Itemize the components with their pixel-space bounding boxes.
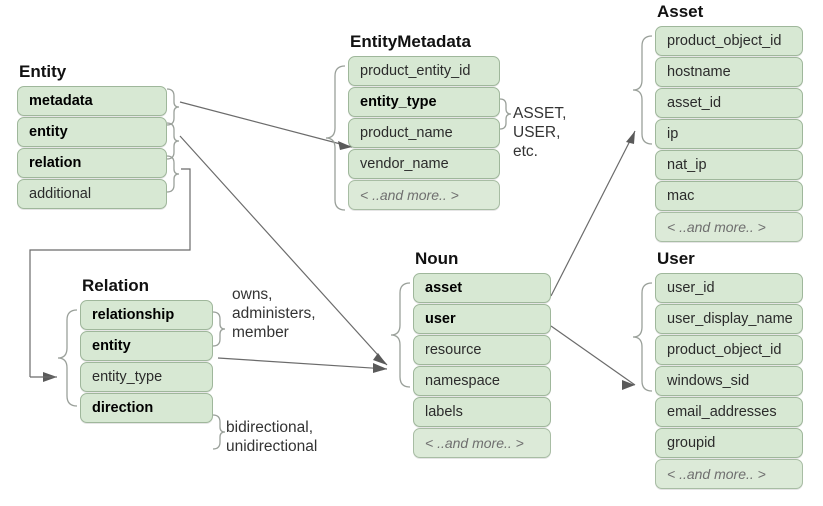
field-asset-and-more[interactable]: < ..and more.. > [655,212,803,242]
group-title-noun: Noun [415,249,459,268]
field-list-asset: product_object_id hostname asset_id ip n… [655,26,803,242]
field-user-groupid[interactable]: groupid [655,428,803,458]
field-em-vendor-name[interactable]: vendor_name [348,149,500,179]
field-asset-product-object-id[interactable]: product_object_id [655,26,803,56]
field-user-email-addresses[interactable]: email_addresses [655,397,803,427]
field-user-user-display-name[interactable]: user_display_name [655,304,803,334]
field-asset-mac[interactable]: mac [655,181,803,211]
group-title-user: User [657,249,695,268]
field-entity-metadata[interactable]: metadata [17,86,167,116]
group-asset: Asset product_object_id hostname asset_i… [655,3,803,242]
note-relationship-values: owns, administers, member [232,286,316,341]
field-noun-labels[interactable]: labels [413,397,551,427]
field-relation-entity-type[interactable]: entity_type [80,362,213,392]
field-list-user: user_id user_display_name product_object… [655,273,803,489]
field-relation-relationship[interactable]: relationship [80,300,213,330]
group-entity: Entity metadata entity relation addition… [17,63,167,209]
field-entity-entity[interactable]: entity [17,117,167,147]
field-noun-asset[interactable]: asset [413,273,551,303]
field-noun-resource[interactable]: resource [413,335,551,365]
group-user: User user_id user_display_name product_o… [655,250,803,489]
field-list-entity-metadata: product_entity_id entity_type product_na… [348,56,500,210]
field-em-product-entity-id[interactable]: product_entity_id [348,56,500,86]
group-title-relation: Relation [82,276,150,295]
group-noun: Noun asset user resource namespace label… [413,250,551,458]
group-title-entity-metadata: EntityMetadata [350,32,471,51]
field-entity-relation[interactable]: relation [17,148,167,178]
field-list-relation: relationship entity entity_type directio… [80,300,213,423]
field-asset-ip[interactable]: ip [655,119,803,149]
field-asset-nat-ip[interactable]: nat_ip [655,150,803,180]
group-entity-metadata: EntityMetadata product_entity_id entity_… [348,33,500,210]
field-asset-asset-id[interactable]: asset_id [655,88,803,118]
field-em-entity-type[interactable]: entity_type [348,87,500,117]
field-user-product-object-id[interactable]: product_object_id [655,335,803,365]
field-entity-additional[interactable]: additional [17,179,167,209]
field-noun-user[interactable]: user [413,304,551,334]
field-list-noun: asset user resource namespace labels < .… [413,273,551,458]
group-relation: Relation relationship entity entity_type… [80,277,213,423]
field-user-user-id[interactable]: user_id [655,273,803,303]
note-direction-values: bidirectional, unidirectional [226,419,318,455]
field-em-and-more[interactable]: < ..and more.. > [348,180,500,210]
field-relation-direction[interactable]: direction [80,393,213,423]
field-noun-namespace[interactable]: namespace [413,366,551,396]
field-list-entity: metadata entity relation additional [17,86,167,209]
field-em-product-name[interactable]: product_name [348,118,500,148]
field-noun-and-more[interactable]: < ..and more.. > [413,428,551,458]
field-asset-hostname[interactable]: hostname [655,57,803,87]
field-relation-entity[interactable]: entity [80,331,213,361]
group-title-entity: Entity [19,62,67,81]
field-user-windows-sid[interactable]: windows_sid [655,366,803,396]
field-user-and-more[interactable]: < ..and more.. > [655,459,803,489]
note-entity-type-values: ASSET, USER, etc. [513,105,567,160]
group-title-asset: Asset [657,2,704,21]
